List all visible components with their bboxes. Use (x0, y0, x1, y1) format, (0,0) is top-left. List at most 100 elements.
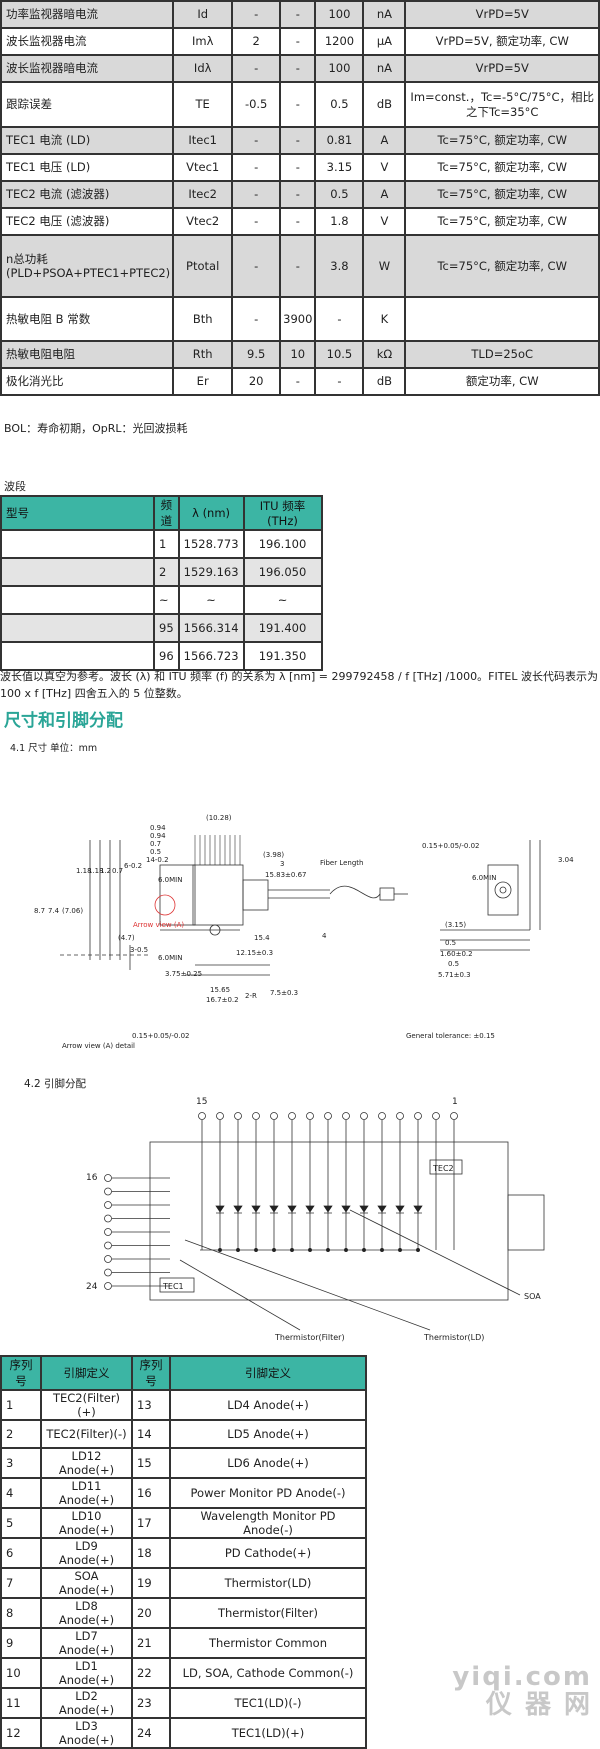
dim-label: (3.15) (445, 921, 466, 929)
pin-number: 3 (0, 1447, 42, 1479)
spec-cell-max: - (314, 367, 365, 396)
spec-cell-param: 功率监视器暗电流 (0, 0, 175, 29)
pin-number: 4 (0, 1477, 42, 1509)
pin-circle (198, 1112, 206, 1120)
band-cell-ch: ~ (153, 585, 180, 615)
pin-definition: LD5 Anode(+) (169, 1419, 367, 1449)
pin-number: 10 (0, 1657, 42, 1689)
dim-label: 1.18 (76, 867, 92, 875)
dim-label: (7.06) (62, 907, 83, 915)
spec-cell-typ: 3900 (279, 296, 317, 342)
dim-label: 7.4 (48, 907, 60, 915)
dim-label: Arrow view (A) detail (62, 1042, 135, 1050)
pin-definition: LD, SOA, Cathode Common(-) (169, 1657, 367, 1689)
pin-number: 17 (131, 1507, 171, 1539)
dim-label: 16.7±0.2 (206, 996, 239, 1004)
spec-cell-param: TEC1 电流 (LD) (0, 126, 175, 155)
spec-cell-min: - (231, 180, 282, 209)
diode-symbol (287, 1205, 297, 1213)
dim-label: 1.60±0.2 (440, 950, 473, 958)
band-cell-model (0, 585, 155, 615)
spec-cell-param: 热敏电阻 B 常数 (0, 296, 175, 342)
pin-definition: LD1 Anode(+) (40, 1657, 133, 1689)
band-cell-wl: 1566.723 (177, 641, 245, 671)
junction-dot (218, 1248, 222, 1252)
spec-cell-param: n总功耗 (PLD+PSOA+PTEC1+PTEC2) (0, 234, 175, 298)
dim-label: 15.65 (210, 986, 230, 994)
tec2-label: TEC2 (432, 1164, 454, 1173)
spec-cell-min: - (231, 0, 282, 29)
pin-circle (342, 1112, 350, 1120)
dim-label: 0.7 (150, 840, 161, 848)
spec-cell-sym: Imλ (172, 27, 234, 56)
dim-label: 3-0.5 (130, 946, 148, 954)
pin-definition: LD8 Anode(+) (40, 1597, 133, 1629)
dim-label: 0.94 (150, 824, 166, 832)
spec-cell-cond: Im=const.，Tc=-5°C/75°C，相比之下Tc=35°C (404, 81, 600, 128)
pin-definition: TEC2(Filter)(-) (40, 1419, 133, 1449)
diode-symbol (251, 1205, 261, 1213)
pin-number: 6 (0, 1537, 42, 1569)
pin-definition: SOA Anode(+) (40, 1567, 133, 1599)
spec-cell-sym: Bth (172, 296, 234, 342)
soa-label: SOA (524, 1292, 541, 1301)
pin-definition: TEC2(Filter)(+) (40, 1389, 133, 1421)
junction-dot (308, 1248, 312, 1252)
pin-header: 引脚定义 (40, 1355, 133, 1391)
spec-cell-typ: - (279, 54, 317, 83)
pin-number: 20 (131, 1597, 171, 1629)
pin-circle (450, 1112, 458, 1120)
pin-definition: Thermistor(LD) (169, 1567, 367, 1599)
spec-cell-max: 0.5 (314, 81, 365, 128)
spec-cell-min: - (231, 207, 282, 236)
spec-cell-typ: - (279, 367, 317, 396)
pin-circle (104, 1214, 112, 1223)
watermark: yiqi.com 仪 器 网 (452, 1663, 592, 1719)
pin-number: 19 (131, 1567, 171, 1599)
spec-cell-max: 3.15 (314, 153, 365, 182)
pin-definition: LD9 Anode(+) (40, 1537, 133, 1569)
dim-label: 0.5 (448, 960, 459, 968)
pin-circle (360, 1112, 368, 1120)
dim-label: 4 (322, 932, 327, 940)
junction-dot (254, 1248, 258, 1252)
pin-circle (252, 1112, 260, 1120)
dimension-drawing: (10.28) 0.94 0.94 0.7 0.5 14-0.2 (3.98) … (34, 814, 574, 1050)
band-cell-freq: ~ (242, 585, 323, 615)
pin-definition: LD11 Anode(+) (40, 1477, 133, 1509)
pin-number: 9 (0, 1627, 42, 1659)
pin-number: 22 (131, 1657, 171, 1689)
diode-symbol (215, 1205, 225, 1213)
band-cell-wl: ~ (177, 585, 245, 615)
dim-label: 6.0MIN (158, 876, 182, 884)
spec-cell-cond: VrPD=5V (404, 54, 600, 83)
pin-circle (104, 1228, 112, 1236)
band-cell-freq: 191.400 (242, 613, 323, 643)
band-header: ITU 频率 (THz) (242, 495, 323, 531)
spec-cell-sym: Idλ (172, 54, 234, 83)
spec-cell-min: - (231, 126, 282, 155)
pin-circle (104, 1241, 112, 1250)
pin-definition: LD12 Anode(+) (40, 1447, 133, 1479)
spec-cell-cond: Tc=75°C, 额定功率, CW (404, 126, 600, 155)
pin-circle (104, 1282, 112, 1290)
spec-cell-sym: Er (172, 367, 234, 396)
pin-definition: Power Monitor PD Anode(-) (169, 1477, 367, 1509)
spec-cell-cond (404, 296, 600, 342)
spec-cell-typ: - (279, 27, 317, 56)
dim-label: 6.0MIN (472, 874, 496, 882)
pin-definition: Thermistor(Filter) (169, 1597, 367, 1629)
band-cell-ch: 2 (153, 557, 180, 587)
